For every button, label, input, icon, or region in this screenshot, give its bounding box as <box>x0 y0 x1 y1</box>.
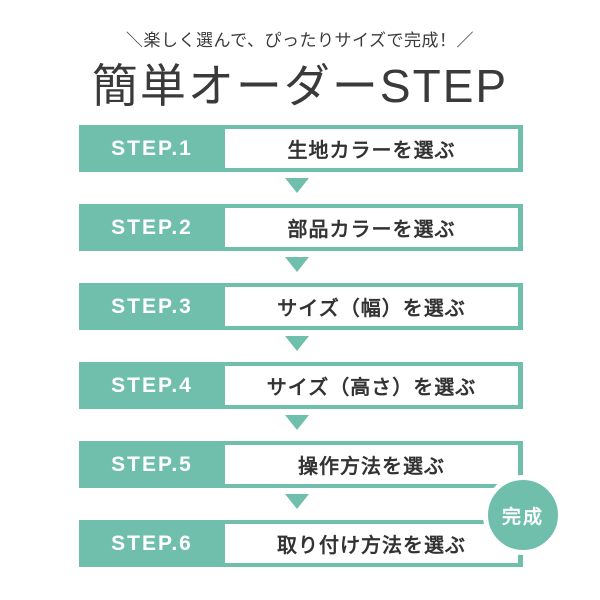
page-title: 簡単オーダーSTEP <box>91 60 509 112</box>
tagline: ＼楽しく選んで、ぴったりサイズで完成！／ <box>126 31 474 50</box>
step-number-badge: STEP.6 <box>111 531 193 555</box>
down-arrow-icon <box>285 336 309 351</box>
step-description-box: サイズ（幅）を選ぶ <box>225 287 518 326</box>
step-description-box: 操作方法を選ぶ <box>225 445 518 484</box>
step-number-badge: STEP.5 <box>111 452 193 476</box>
down-arrow-icon <box>285 178 309 193</box>
step-row-6: STEP.6 取り付け方法を選ぶ <box>79 520 523 567</box>
down-arrow-icon <box>285 415 309 430</box>
step-row-2: STEP.2 部品カラーを選ぶ <box>79 204 523 251</box>
step-description-box: 取り付け方法を選ぶ <box>225 524 518 563</box>
step-row-1: STEP.1 生地カラーを選ぶ <box>79 125 523 172</box>
step-description-box: 部品カラーを選ぶ <box>225 208 518 247</box>
completion-badge: 完成 <box>483 475 563 555</box>
step-description-box: サイズ（高さ）を選ぶ <box>225 366 518 405</box>
step-number-badge: STEP.1 <box>111 136 193 160</box>
step-number-badge: STEP.2 <box>111 215 193 239</box>
step-row-3: STEP.3 サイズ（幅）を選ぶ <box>79 283 523 330</box>
step-description-box: 生地カラーを選ぶ <box>225 129 518 168</box>
step-number-badge: STEP.3 <box>111 294 193 318</box>
down-arrow-icon <box>285 257 309 272</box>
step-number-badge: STEP.4 <box>111 373 193 397</box>
down-arrow-icon <box>285 494 309 509</box>
step-row-4: STEP.4 サイズ（高さ）を選ぶ <box>79 362 523 409</box>
step-row-5: STEP.5 操作方法を選ぶ <box>79 441 523 488</box>
